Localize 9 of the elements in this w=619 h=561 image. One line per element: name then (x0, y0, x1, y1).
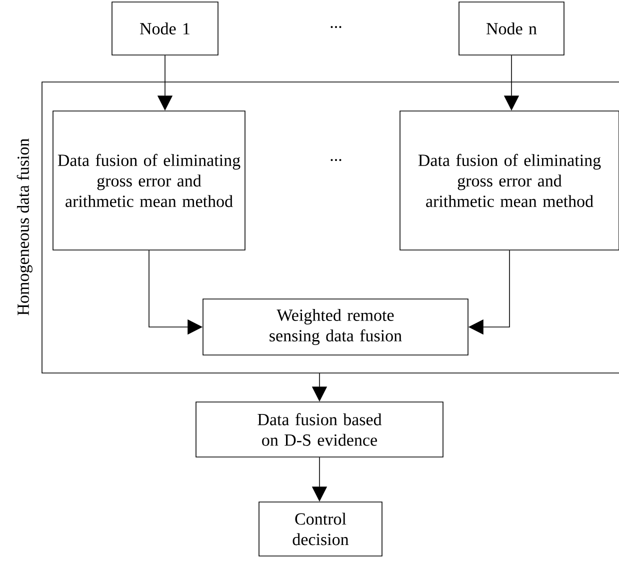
process-box: Weighted remote sensing data fusion (202, 298, 468, 356)
process-box: Node n (458, 2, 564, 56)
process-box: Control decision (258, 502, 382, 556)
process-box: Data fusion based on D-S evidence (196, 402, 444, 458)
ellipsis: ... (330, 26, 342, 28)
ellipsis: ... (330, 158, 342, 161)
process-box: Data fusion of eliminating gross error and arithmetic mean method (52, 110, 246, 250)
process-box: Node 1 (112, 2, 218, 56)
process-box: Data fusion of eliminating gross error and arithmetic mean method (400, 110, 619, 250)
